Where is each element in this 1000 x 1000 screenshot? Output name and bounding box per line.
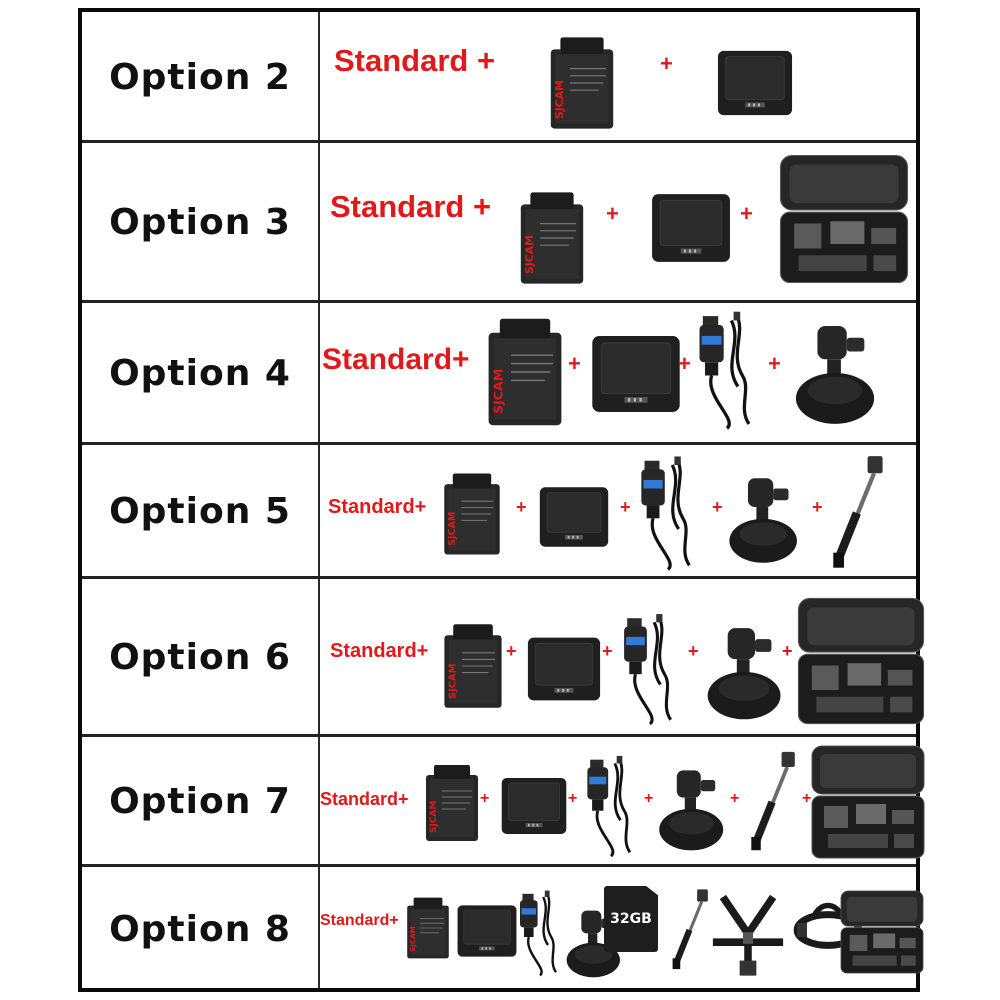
option-row: Option 2 Standard + SJCAM +: [82, 12, 916, 142]
bundle-contents: Standard+ SJCAM + + + +: [320, 578, 925, 736]
plus-sign: +: [712, 497, 723, 517]
car-charger-icon: [516, 884, 564, 987]
row-separator: [82, 864, 916, 867]
battery-charger-icon: [500, 764, 568, 853]
standard-label: Standard+: [322, 343, 470, 376]
suction-cup-mount-icon: [726, 462, 802, 579]
standard-label: Standard+: [320, 789, 409, 809]
bundle-contents: Standard+ SJCAM + + +: [320, 302, 916, 444]
row-separator: [82, 300, 916, 303]
standard-label: Standard +: [330, 188, 492, 224]
bundle-contents: Standard + SJCAM +: [320, 12, 916, 142]
standard-label: Standard+: [328, 496, 427, 518]
bundle-contents: Standard+ SJCAM + + + +: [320, 444, 916, 578]
plus-sign: +: [688, 641, 699, 661]
suction-cup-mount-icon: [704, 618, 786, 729]
battery-charger-icon: [538, 468, 610, 571]
plus-sign: +: [802, 790, 812, 807]
plus-sign: +: [660, 51, 673, 76]
svg-text:SJCAM: SJCAM: [447, 512, 458, 547]
plus-sign: +: [678, 351, 691, 376]
plus-sign: +: [480, 790, 490, 807]
standard-label: Standard +: [334, 42, 496, 78]
battery-charger-icon: [716, 34, 794, 137]
carry-case-icon: [776, 144, 912, 299]
carry-case-icon: [808, 742, 928, 867]
option-label: Option 8: [109, 908, 291, 950]
row-separator: [82, 734, 916, 737]
battery-charger-icon: [650, 178, 732, 283]
plus-sign: +: [620, 497, 631, 517]
battery-icon: SJCAM: [422, 754, 482, 857]
battery-charger-icon: [526, 620, 602, 723]
bundle-contents: Standard+ SJCAM + + + + +: [320, 736, 925, 866]
plus-sign: +: [568, 351, 581, 376]
plus-sign: +: [644, 790, 654, 807]
column-divider: [318, 12, 320, 988]
standard-label: Standard+: [330, 640, 429, 662]
row-separator: [82, 576, 916, 579]
standard-label: Standard+: [320, 912, 399, 929]
options-table: Option 2 Standard + SJCAM + Option 3 Standard…: [78, 8, 925, 992]
chest-harness-icon: [706, 892, 790, 989]
plus-sign: +: [782, 641, 793, 661]
option-row: Option 4 Standard+ SJCAM + + +: [82, 300, 916, 444]
plus-sign: +: [768, 351, 781, 376]
battery-icon: SJCAM: [516, 188, 588, 293]
row-separator: [82, 140, 916, 143]
selfie-stick-icon: [826, 454, 892, 577]
battery-charger-icon: [456, 892, 518, 975]
option-row: Option 3 Standard + SJCAM + +: [82, 140, 916, 302]
plus-sign: +: [740, 201, 753, 226]
plus-sign: +: [602, 641, 613, 661]
battery-charger-icon: [590, 324, 682, 429]
svg-text:SJCAM: SJCAM: [408, 926, 417, 952]
option-label: Option 6: [109, 636, 291, 678]
carry-case-icon: [794, 592, 928, 735]
battery-icon: SJCAM: [546, 34, 618, 137]
option-row: Option 7 Standard+ SJCAM + + + + +: [82, 734, 925, 866]
car-charger-icon: [618, 612, 682, 731]
svg-text:SJCAM: SJCAM: [523, 235, 536, 274]
plus-sign: +: [568, 790, 578, 807]
sd-card-label: 32GB: [610, 911, 652, 927]
option-row: Option 8 Standard+ SJCAM 32GB: [82, 864, 924, 992]
plus-sign: +: [606, 201, 619, 226]
battery-icon: SJCAM: [440, 458, 504, 575]
carry-case-icon: [838, 880, 926, 989]
row-separator: [82, 442, 916, 445]
battery-icon: SJCAM: [440, 610, 506, 727]
svg-text:SJCAM: SJCAM: [429, 801, 439, 833]
selfie-stick-icon: [668, 880, 714, 985]
suction-cup-mount-icon: [656, 758, 728, 863]
suction-cup-mount-icon: [792, 312, 880, 437]
battery-icon: SJCAM: [482, 316, 568, 433]
option-row: Option 5 Standard+ SJCAM + + + +: [82, 442, 916, 578]
battery-icon: SJCAM: [404, 880, 452, 981]
bundle-contents: Standard+ SJCAM 32GB: [320, 866, 924, 992]
svg-text:SJCAM: SJCAM: [491, 369, 506, 414]
option-label: Option 7: [109, 780, 291, 822]
option-row: Option 6 Standard+ SJCAM + + + +: [82, 576, 925, 736]
sd-card-icon: 32GB: [604, 886, 658, 952]
option-label: Option 3: [109, 201, 291, 243]
plus-sign: +: [812, 497, 823, 517]
svg-text:SJCAM: SJCAM: [447, 663, 458, 699]
option-label: Option 5: [109, 490, 291, 532]
plus-sign: +: [516, 497, 527, 517]
car-charger-icon: [636, 454, 700, 577]
option-label: Option 2: [109, 56, 291, 98]
plus-sign: +: [506, 641, 517, 661]
svg-text:SJCAM: SJCAM: [553, 80, 566, 119]
car-charger-icon: [582, 754, 640, 863]
plus-sign: +: [730, 790, 740, 807]
bundle-contents: Standard + SJCAM + +: [320, 142, 916, 302]
selfie-stick-icon: [744, 750, 804, 859]
car-charger-icon: [694, 308, 760, 437]
option-label: Option 4: [109, 352, 291, 394]
